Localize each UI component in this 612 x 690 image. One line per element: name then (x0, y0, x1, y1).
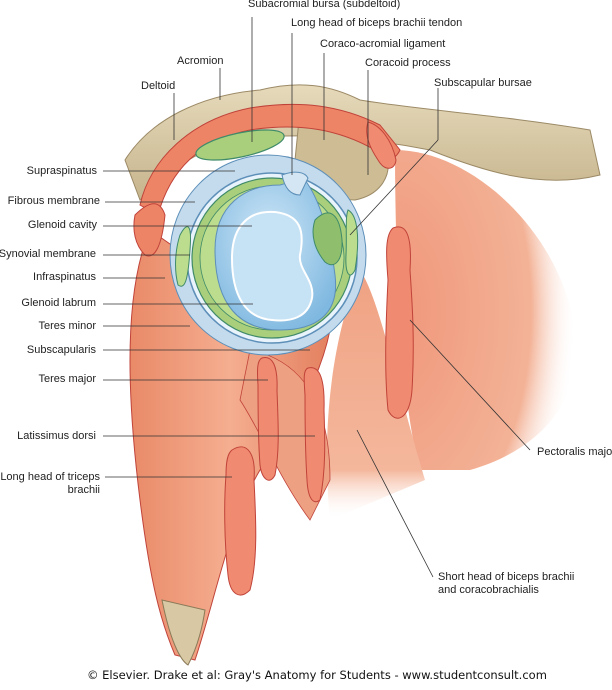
deltoid-edge-cut (133, 203, 166, 257)
label-pectoralis-major: Pectoralis major (537, 446, 612, 458)
label-long-head-triceps: Long head of triceps brachii (0, 471, 100, 497)
label-latissimus-dorsi: Latissimus dorsi (17, 430, 96, 442)
label-teres-minor: Teres minor (38, 320, 96, 332)
label-subscapularis: Subscapularis (26, 344, 96, 356)
label-long-head-biceps-tendon: Long head of biceps brachii tendon (291, 17, 463, 29)
triceps-cut (224, 446, 257, 596)
triceps-tendon-tip (161, 599, 206, 666)
coracoid-muscle-cut (366, 121, 397, 169)
label-glenoid-labrum: Glenoid labrum (21, 297, 96, 309)
label-synovial-membrane: Synovial membrane (0, 248, 96, 260)
glenoid-cavity-inner (230, 210, 314, 322)
label-subacromial-bursa: Subacromial bursa (subdeltoid) (248, 0, 401, 10)
synovial-left (175, 226, 191, 287)
subacromial-bursa-shape (195, 129, 285, 161)
label-fibrous-membrane: Fibrous membrane (7, 195, 100, 207)
label-infraspinatus: Infraspinatus (33, 271, 96, 283)
latissimus-cut (303, 367, 326, 503)
label-supraspinatus: Supraspinatus (26, 165, 97, 177)
leader-lines (103, 17, 531, 578)
label-teres-major: Teres major (38, 373, 96, 385)
label-subscapular-bursae: Subscapular bursae (434, 77, 532, 89)
synovial-right (345, 209, 359, 276)
label-short-head-biceps: Short head of biceps brachii and coracob… (438, 571, 574, 597)
pectoralis-cut (385, 226, 414, 419)
label-short-head-biceps-line1: Short head of biceps brachii (438, 571, 575, 583)
label-long-head-triceps-line1: Long head of triceps (0, 471, 100, 483)
teres-major-cut (257, 356, 279, 481)
label-coracoid-process: Coracoid process (365, 57, 451, 69)
pectoralis-major-muscle (395, 150, 577, 470)
label-coraco-acromial-ligament: Coraco-acromial ligament (320, 38, 446, 50)
label-short-head-biceps-line2: and coracobrachialis (438, 584, 539, 596)
short-head-biceps-muscle (326, 270, 425, 520)
label-deltoid: Deltoid (141, 80, 176, 92)
label-glenoid-cavity: Glenoid cavity (27, 219, 97, 231)
label-long-head-triceps-line2: brachii (67, 484, 100, 496)
copyright-caption: © Elsevier. Drake et al: Gray's Anatomy … (87, 668, 547, 682)
label-acromion: Acromion (177, 55, 224, 67)
biceps-tendon-shape (281, 171, 309, 196)
subscapular-bursa-shape (312, 212, 343, 266)
